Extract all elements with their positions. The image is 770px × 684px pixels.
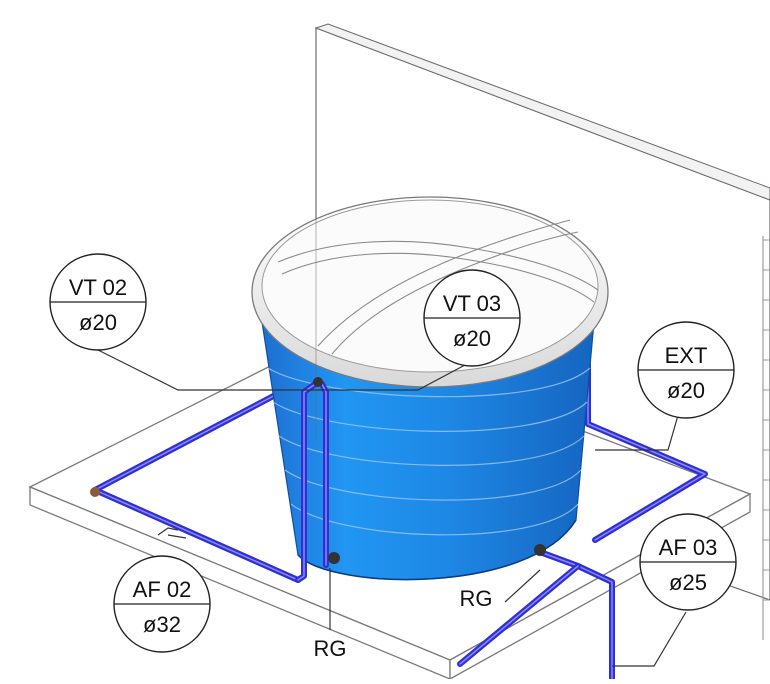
tag-af03: AF 03 ø25: [639, 513, 737, 611]
tag-vt02: VT 02 ø20: [49, 253, 147, 351]
tag-ext-top: EXT: [665, 343, 708, 368]
tag-vt03: VT 03 ø20: [423, 269, 521, 367]
gate-valve-icon: [90, 377, 546, 564]
rg-label-left: RG: [314, 636, 347, 661]
tag-af03-bottom: ø25: [669, 570, 707, 595]
rg-label-right: RG: [460, 586, 493, 611]
tag-ext: EXT ø20: [637, 321, 735, 419]
tag-af03-top: AF 03: [659, 535, 718, 560]
tag-af02-bottom: ø32: [143, 612, 181, 637]
leader-lines: [97, 349, 687, 667]
tag-ext-bottom: ø20: [667, 378, 705, 403]
tag-vt03-bottom: ø20: [453, 326, 491, 351]
tag-vt02-top: VT 02: [69, 275, 127, 300]
tag-vt02-bottom: ø20: [79, 310, 117, 335]
pipe-network-front: [92, 379, 615, 682]
tag-af02-top: AF 02: [133, 577, 192, 602]
tag-af02: AF 02 ø32: [113, 555, 211, 653]
tag-vt03-top: VT 03: [443, 291, 501, 316]
